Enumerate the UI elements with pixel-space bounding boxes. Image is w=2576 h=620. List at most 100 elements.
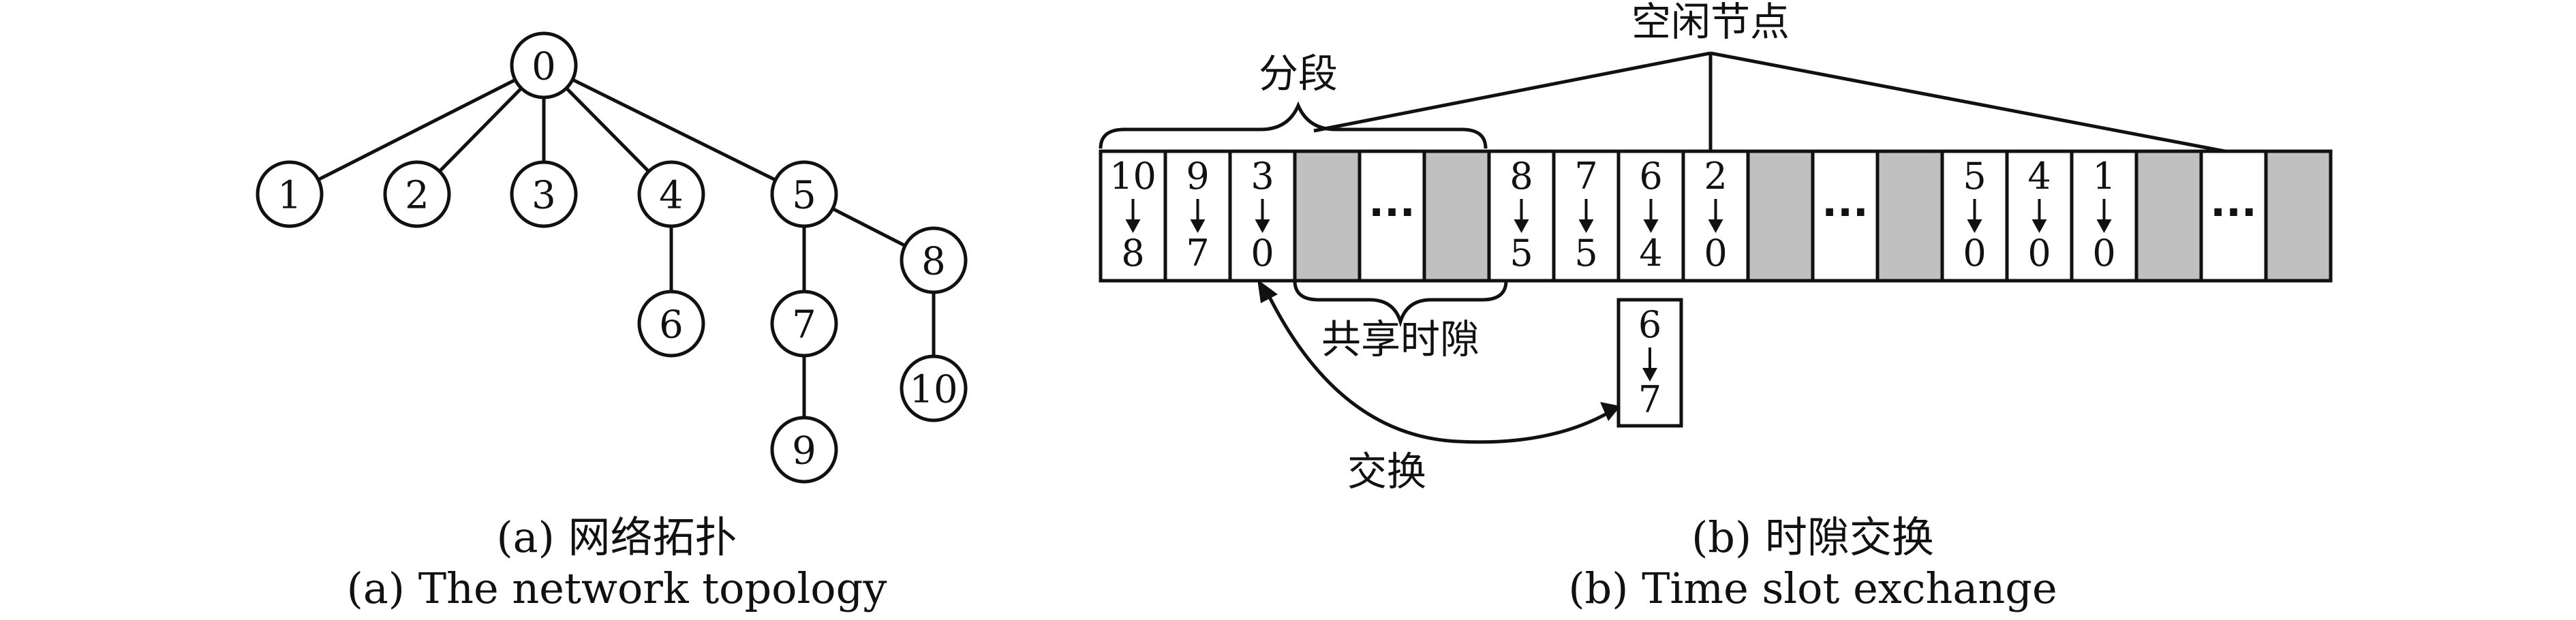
exchange-label: 交换 [1347,448,1426,495]
topology-node-label: 5 [792,174,816,218]
timeslot-from: 6 [1639,155,1662,198]
timeslot-to: 0 [2027,232,2051,275]
timeslot-arrow-head [1643,219,1659,233]
timeslot-to: 0 [2092,232,2115,275]
timeslot-to: 0 [1251,232,1274,275]
timeslot-from: 10 [1109,155,1156,198]
topology-node-label: 9 [792,429,816,474]
timeslot-dots: ··· [1811,149,1880,283]
topology-node-5: 5 [770,160,838,228]
topology-diagram: 0 1 2 3 4 5 6 7 8 9 10 [256,31,968,484]
exchange-arrowhead-left [1257,279,1278,303]
timeslot-pair: 40 [2005,149,2074,283]
timeslot-pair: 50 [1940,149,2009,283]
segment-brace [1099,101,1488,149]
topology-node-label: 0 [532,45,556,89]
exchange-slot-from: 6 [1638,303,1661,346]
timeslot-box [1875,149,1944,283]
timeslot-shared [1746,149,1815,283]
timeslot-arrow-head [1967,219,1982,233]
topology-node-circle [770,290,838,358]
caption-b-en: (b) Time slot exchange [1568,563,2057,613]
timeslot-box [2264,149,2333,283]
topology-node-6: 6 [637,290,705,358]
topology-node-4: 4 [637,160,705,228]
timeslot-to: 0 [1704,232,1727,275]
topology-node-2: 2 [383,160,451,228]
timeslot-to: 7 [1186,232,1209,275]
timeslot-box [1811,149,1880,283]
timeslot-shared [1875,149,1944,283]
topology-node-circle [510,31,578,99]
topology-node-label: 1 [277,174,302,218]
timeslot-box [1293,149,1362,283]
topology-node-9: 9 [770,416,838,484]
topology-edge-0-1 [317,78,517,181]
topology-node-8: 8 [900,226,968,294]
timeslot-box [2134,149,2203,283]
topology-node-label: 7 [792,303,816,347]
timeslot-from: 2 [1704,155,1727,198]
topology-node-circle [770,160,838,228]
topology-node-7: 7 [770,290,838,358]
topology-node-0: 0 [510,31,578,99]
timeslot-arrow-head [1255,219,1270,233]
topology-node-circle [770,416,838,484]
timeslot-arrow-head [1578,219,1594,233]
timeslot-pair: 10 [2070,149,2138,283]
topology-edge-0-2 [438,87,523,173]
timeslot-from: 1 [2092,155,2115,198]
timeslot-from: 5 [1963,155,1986,198]
exchange-slot: 6 7 [1616,298,1683,428]
timeslot-from: 3 [1251,155,1274,198]
topology-node-label: 3 [532,174,556,218]
topology-node-circle [900,354,968,422]
timeslot-from: 4 [2027,155,2051,198]
topology-node-label: 10 [909,368,957,412]
timeslot-from: 9 [1186,155,1209,198]
exchange-arrowhead-right [1600,402,1621,421]
exchange-arrow [1262,285,1616,444]
idle-nodes-lines [1313,51,2226,153]
topology-node-label: 8 [921,240,946,284]
timeslot-box [1422,149,1491,283]
timeslot-arrow-head [2031,219,2047,233]
timeslot-shared [2134,149,2203,283]
timeslot-shared [2264,149,2333,283]
caption-a-en: (a) The network topology [347,563,887,613]
timeslot-arrow-head [2096,219,2112,233]
topology-node-label: 2 [405,174,429,218]
topology-node-3: 3 [510,160,578,228]
timeslot-to: 8 [1121,232,1144,275]
segment-label: 分段 [1259,50,1338,97]
timeslot-shared [1293,149,1362,283]
timeslot-arrow-head [1514,219,1529,233]
topology-node-circle [637,160,705,228]
timeslot-box [1746,149,1815,283]
topology-node-circle [383,160,451,228]
topology-node-label: 4 [659,174,684,218]
caption-b-cn: (b) 时隙交换 [1691,512,1934,562]
timeslot-pair: 75 [1552,149,1621,283]
topology-node-1: 1 [256,160,324,228]
timeslot-from: 8 [1509,155,1533,198]
timeslot-shared [1422,149,1491,283]
topology-edge-0-5 [572,78,776,182]
timeslot-pair: 10 8 [1099,149,1167,283]
timeslot-arrow-head [1190,219,1206,233]
timeslot-ellipsis: ··· [1822,189,1868,236]
caption-a-cn: (a) 网络拓扑 [496,512,737,562]
topology-node-circle [900,226,968,294]
timeslot-arrow-head [1125,219,1141,233]
topology-node-label: 6 [659,303,684,347]
timeslot-to: 5 [1574,232,1597,275]
idle-nodes-label: 空闲节点 [1631,0,1790,45]
timeslot-pair: 97 [1163,149,1232,283]
topology-node-circle [256,160,324,228]
topology-node-10: 10 [900,354,968,422]
topology-node-circle [510,160,578,228]
shared-slots-brace [1293,280,1508,328]
timeslot-to: 0 [1963,232,1986,275]
timeslot-arrow-head [1708,219,1723,233]
